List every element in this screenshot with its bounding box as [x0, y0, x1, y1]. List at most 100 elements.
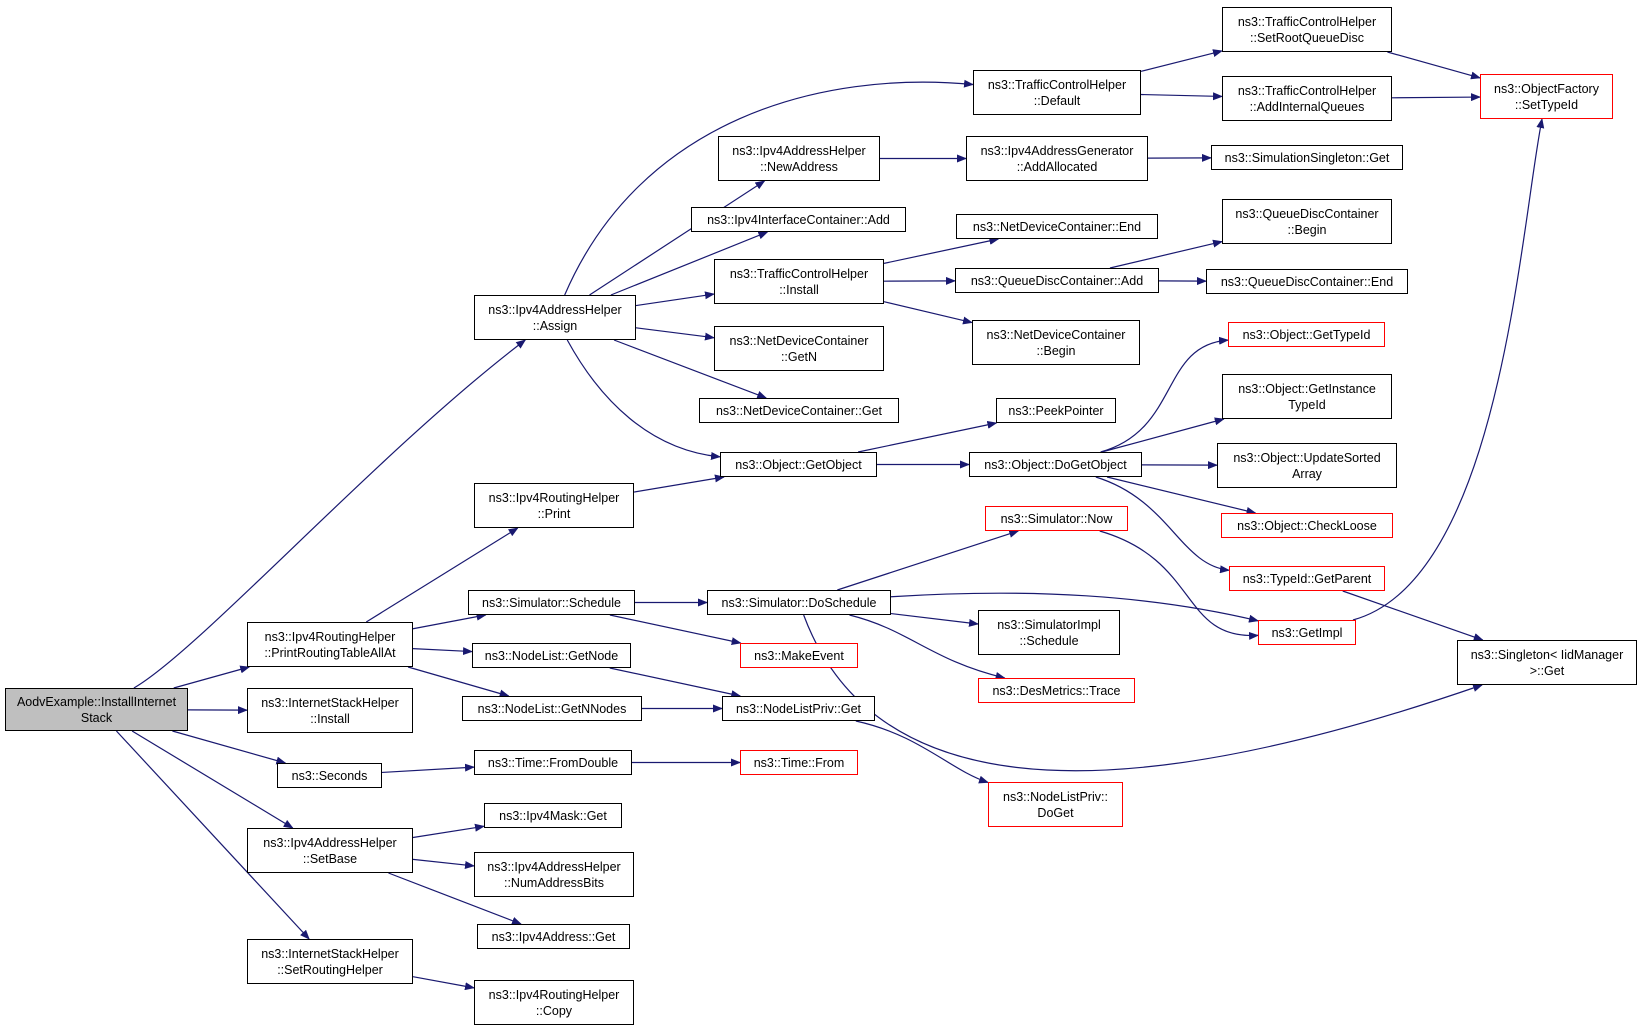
- node-ipv4routing-copy[interactable]: ns3::Ipv4RoutingHelper::Copy: [474, 980, 634, 1025]
- node-label-line: ::NewAddress: [760, 159, 838, 174]
- node-ipv4addr-setbase[interactable]: ns3::Ipv4AddressHelper::SetBase: [247, 828, 413, 873]
- edge-tch-setrootqueuedisc-to-objectfactory-settypeid: [1387, 51, 1481, 80]
- node-label-line: ns3::QueueDiscContainer::End: [1220, 274, 1394, 289]
- node-nodelistpriv-get[interactable]: ns3::NodeListPriv::Get: [722, 696, 875, 721]
- node-label-line: ns3::Ipv4AddressGenerator: [980, 143, 1134, 158]
- node-label-line: ns3::PeekPointer: [1008, 403, 1104, 418]
- node-label-line: TypeId: [1288, 397, 1326, 412]
- edge-ipv4addr-assign-to-tch-install: [635, 291, 715, 307]
- node-ipv4address-get[interactable]: ns3::Ipv4Address::Get: [477, 924, 630, 949]
- node-desmetrics-trace[interactable]: ns3::DesMetrics::Trace: [978, 678, 1135, 703]
- node-label-line: ns3::SimulatorImpl: [997, 617, 1101, 632]
- node-objectfactory-settypeid[interactable]: ns3::ObjectFactory::SetTypeId: [1480, 74, 1613, 119]
- node-inetstack-setrouting[interactable]: ns3::InternetStackHelper::SetRoutingHelp…: [247, 939, 413, 984]
- node-label-line: ::NumAddressBits: [503, 875, 605, 890]
- node-object-getobject[interactable]: ns3::Object::GetObject: [720, 452, 877, 477]
- node-tch-addinternalqueues[interactable]: ns3::TrafficControlHelper::AddInternalQu…: [1222, 76, 1392, 121]
- node-ndc-getn[interactable]: ns3::NetDeviceContainer::GetN: [714, 326, 884, 371]
- node-sim-now[interactable]: ns3::Simulator::Now: [985, 506, 1128, 531]
- node-label-line: ::Default: [1033, 93, 1081, 108]
- node-label-line: ns3::Ipv4RoutingHelper: [488, 490, 620, 505]
- node-label-line: ns3::NetDeviceContainer: [986, 327, 1126, 342]
- node-label-line: ns3::TrafficControlHelper: [729, 266, 869, 281]
- node-nodelist-getnnodes[interactable]: ns3::NodeList::GetNNodes: [462, 696, 642, 721]
- node-time-from[interactable]: ns3::Time::From: [740, 750, 858, 775]
- node-sim-doschedule[interactable]: ns3::Simulator::DoSchedule: [707, 590, 891, 615]
- edge-root-to-inetstack-setrouting: [115, 730, 310, 940]
- node-label-line: ns3::TypeId::GetParent: [1242, 571, 1372, 586]
- node-simsingleton-get[interactable]: ns3::SimulationSingleton::Get: [1211, 145, 1403, 170]
- node-ipv4addr-numbits[interactable]: ns3::Ipv4AddressHelper::NumAddressBits: [474, 852, 634, 897]
- edge-ipv4addr-assign-to-ipv4iface-add: [610, 231, 769, 296]
- node-qdc-end[interactable]: ns3::QueueDiscContainer::End: [1206, 269, 1408, 294]
- node-time-fromdouble[interactable]: ns3::Time::FromDouble: [474, 750, 632, 775]
- node-ipv4iface-add[interactable]: ns3::Ipv4InterfaceContainer::Add: [691, 207, 906, 232]
- node-tch-setrootqueuedisc[interactable]: ns3::TrafficControlHelper::SetRootQueueD…: [1222, 7, 1392, 52]
- node-label-line: ::SetRoutingHelper: [277, 962, 383, 977]
- node-ipv4addr-assign[interactable]: ns3::Ipv4AddressHelper::Assign: [474, 295, 636, 340]
- node-seconds[interactable]: ns3::Seconds: [277, 763, 382, 788]
- node-label-line: ::SetTypeId: [1514, 97, 1579, 112]
- node-ipv4routing-printall[interactable]: ns3::Ipv4RoutingHelper::PrintRoutingTabl…: [247, 622, 413, 667]
- node-label-line: ::Install: [310, 711, 350, 726]
- node-inetstack-install[interactable]: ns3::InternetStackHelper::Install: [247, 688, 413, 733]
- node-label-line: ns3::Object::UpdateSorted: [1233, 450, 1381, 465]
- node-label-line: ::Install: [779, 282, 819, 297]
- node-ipv4gen-addallocated[interactable]: ns3::Ipv4AddressGenerator::AddAllocated: [966, 136, 1148, 181]
- node-object-gettypeid[interactable]: ns3::Object::GetTypeId: [1228, 322, 1385, 347]
- edge-sim-doschedule-to-sim-now: [837, 529, 1020, 591]
- node-label-line: ns3::Object::DoGetObject: [984, 457, 1127, 472]
- node-object-dogetobject[interactable]: ns3::Object::DoGetObject: [969, 452, 1142, 477]
- node-label-line: ::Assign: [532, 318, 578, 333]
- node-tch-default[interactable]: ns3::TrafficControlHelper::Default: [973, 70, 1141, 115]
- node-label-line: ns3::Ipv4RoutingHelper: [488, 987, 620, 1002]
- node-label-line: ns3::GetImpl: [1271, 625, 1343, 640]
- node-makeevent[interactable]: ns3::MakeEvent: [740, 643, 858, 668]
- node-label-line: ns3::Simulator::Now: [1000, 511, 1113, 526]
- edge-getimpl-to-objectfactory-settypeid: [1352, 118, 1545, 621]
- edge-object-getobject-to-peekpointer: [857, 420, 998, 453]
- node-tch-install[interactable]: ns3::TrafficControlHelper::Install: [714, 259, 884, 304]
- node-getimpl[interactable]: ns3::GetImpl: [1258, 620, 1356, 645]
- node-ipv4addr-newaddress[interactable]: ns3::Ipv4AddressHelper::NewAddress: [718, 136, 880, 181]
- node-label-line: ns3::Ipv4AddressHelper: [732, 143, 866, 158]
- node-typeid-getparent[interactable]: ns3::TypeId::GetParent: [1229, 566, 1385, 591]
- node-label-line: DoGet: [1037, 805, 1074, 820]
- node-label-line: ::GetN: [780, 349, 818, 364]
- node-ndc-get[interactable]: ns3::NetDeviceContainer::Get: [699, 398, 899, 423]
- node-label-line: ns3::ObjectFactory: [1494, 81, 1599, 96]
- edge-qdc-add-to-qdc-begin: [1109, 239, 1223, 269]
- node-nodelist-getnode[interactable]: ns3::NodeList::GetNode: [472, 643, 631, 668]
- node-qdc-begin[interactable]: ns3::QueueDiscContainer::Begin: [1222, 199, 1392, 244]
- node-label-line: ::Begin: [1287, 222, 1327, 237]
- node-ndc-end[interactable]: ns3::NetDeviceContainer::End: [956, 214, 1158, 239]
- node-label-line: ns3::Ipv4AddressHelper: [488, 302, 622, 317]
- edge-nodelist-getnode-to-nodelistpriv-get: [609, 667, 742, 699]
- node-singleton-get[interactable]: ns3::Singleton< IidManager>::Get: [1457, 640, 1637, 685]
- node-ipv4routing-print[interactable]: ns3::Ipv4RoutingHelper::Print: [474, 483, 634, 528]
- node-ipv4mask-get[interactable]: ns3::Ipv4Mask::Get: [484, 803, 622, 828]
- edge-sim-doschedule-to-simimpl-schedule: [890, 612, 979, 627]
- node-label-line: ::AddInternalQueues: [1249, 99, 1365, 114]
- node-label-line: ns3::TrafficControlHelper: [987, 77, 1127, 92]
- node-label-line: ns3::Singleton< IidManager: [1470, 647, 1624, 662]
- edge-sim-doschedule-to-desmetrics-trace: [849, 614, 1006, 680]
- edge-ipv4addr-assign-to-ndc-getn: [635, 327, 715, 341]
- edge-root-to-ipv4addr-setbase: [131, 730, 294, 829]
- node-label-line: ns3::NodeListPriv::: [1003, 789, 1108, 804]
- node-ndc-begin[interactable]: ns3::NetDeviceContainer::Begin: [972, 320, 1140, 365]
- node-label-line: ::AddAllocated: [1016, 159, 1098, 174]
- node-nodelistpriv-doget[interactable]: ns3::NodeListPriv::DoGet: [988, 782, 1123, 827]
- node-peekpointer[interactable]: ns3::PeekPointer: [996, 398, 1116, 423]
- node-object-checkloose[interactable]: ns3::Object::CheckLoose: [1221, 513, 1393, 538]
- edge-ipv4addr-setbase-to-ipv4addr-numbits: [412, 858, 475, 869]
- node-sim-schedule[interactable]: ns3::Simulator::Schedule: [468, 590, 635, 615]
- node-label-line: AodvExample::InstallInternet: [16, 694, 177, 709]
- node-simimpl-schedule[interactable]: ns3::SimulatorImpl::Schedule: [978, 610, 1120, 655]
- edge-tch-default-to-tch-setrootqueuedisc: [1140, 49, 1223, 72]
- node-qdc-add[interactable]: ns3::QueueDiscContainer::Add: [955, 268, 1159, 293]
- node-label-line: ::PrintRoutingTableAllAt: [264, 645, 396, 660]
